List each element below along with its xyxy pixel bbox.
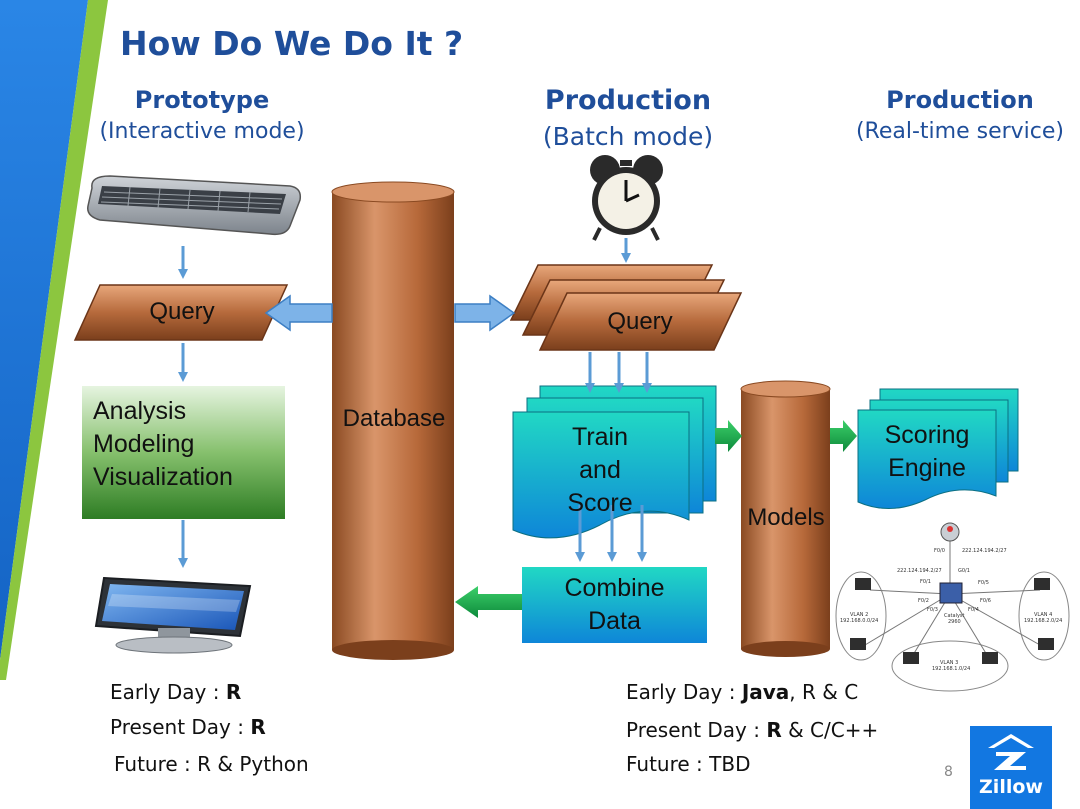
net-label-catalyst: Catalyst	[944, 613, 965, 619]
note-left-early-bold: R	[225, 680, 242, 704]
note-left-early-prefix: Early Day :	[110, 680, 226, 704]
arrow-train-to-models	[715, 420, 742, 452]
net-label-subnet4: 192.168.2.0/24	[1024, 618, 1062, 624]
net-label-f00: F0/0	[934, 548, 945, 554]
train-score-label: Train and Score	[540, 421, 660, 520]
models-label: Models	[747, 504, 825, 531]
left-stripes	[0, 0, 108, 680]
train-line-2: and	[579, 456, 621, 484]
note-left-future-prefix: Future : R & Python	[114, 752, 309, 776]
zillow-z-icon	[988, 734, 1034, 770]
note-left-present: Present Day : R	[110, 715, 266, 739]
query-left-shape	[73, 284, 289, 341]
page-number: 8	[944, 764, 953, 780]
scoring-engine-label: Scoring Engine	[862, 419, 992, 485]
slide-title: How Do We Do It ?	[120, 24, 464, 63]
arrow-to-left-query	[264, 294, 333, 332]
note-right-early-bold: Java	[741, 680, 790, 704]
net-label-f01: F0/1	[920, 579, 931, 585]
train-line-1: Train	[571, 423, 629, 451]
analysis-label: Analysis Modeling Visualization	[93, 395, 233, 494]
note-left-present-prefix: Present Day :	[110, 715, 251, 739]
green-stripe	[0, 0, 108, 680]
net-label-f04: F0/4	[968, 607, 979, 613]
realtime-heading: Production	[886, 86, 1034, 114]
prototype-subheading: (Interactive mode)	[99, 119, 305, 144]
net-label-vlan2: VLAN 2	[850, 612, 868, 618]
note-right-present: Present Day : R & C/C++	[626, 718, 878, 742]
note-left-future: Future : R & Python	[114, 752, 309, 776]
realtime-subheading: (Real-time service)	[855, 119, 1065, 144]
analysis-line-2: Modeling	[93, 430, 195, 458]
note-right-future-prefix: Future : TBD	[626, 752, 751, 776]
net-label-f03: F0/3	[927, 607, 938, 613]
keyboard-icon	[87, 175, 302, 236]
zillow-logo: Zillow	[970, 726, 1052, 809]
note-right-early: Early Day : Java, R & C	[626, 680, 858, 704]
net-label-f05: F0/5	[978, 580, 989, 586]
net-label-f02: F0/2	[918, 598, 929, 604]
net-label-subnet2: 192.168.0.0/24	[840, 618, 878, 624]
net-label-subnet3: 192.168.1.0/24	[932, 666, 970, 672]
query-right-stack	[509, 264, 743, 351]
note-right-early-suffix: , R & C	[789, 680, 859, 704]
note-right-early-prefix: Early Day :	[626, 680, 742, 704]
net-label-f06: F0/6	[980, 598, 991, 604]
note-right-present-bold: R	[766, 718, 782, 742]
prototype-heading: Prototype	[134, 86, 270, 114]
note-right-present-suffix: & C/C++	[781, 718, 879, 742]
scoring-line-2: Engine	[888, 454, 966, 482]
arrow-combine-to-database	[455, 586, 522, 618]
note-right-future: Future : TBD	[626, 752, 750, 776]
combine-line-2: Data	[588, 607, 641, 635]
arrow-to-right-query	[454, 294, 516, 332]
models-cylinder	[740, 380, 831, 657]
alarm-clock-icon	[590, 155, 663, 241]
analysis-box	[82, 386, 285, 519]
train-score-stack	[512, 385, 717, 539]
combine-line-1: Combine	[564, 574, 665, 602]
query-left-label: Query	[149, 298, 215, 325]
analysis-line-3: Visualization	[93, 463, 233, 491]
database-cylinder	[331, 181, 455, 660]
arrow-models-to-scoring	[830, 420, 857, 452]
net-label-vlan4: VLAN 4	[1034, 612, 1052, 618]
scoring-line-1: Scoring	[884, 421, 970, 449]
note-left-early: Early Day : R	[110, 680, 241, 704]
net-label-g01: G0/1	[958, 568, 970, 574]
zillow-logo-text: Zillow	[979, 776, 1043, 798]
monitor-icon	[94, 576, 252, 654]
batch-heading: Production	[544, 85, 712, 116]
train-line-3: Score	[567, 489, 633, 517]
net-label-ip-b: 222.124.194.2/27	[897, 568, 942, 574]
note-right-present-prefix: Present Day :	[626, 718, 767, 742]
database-arrows	[264, 294, 516, 332]
query-right-label: Query	[607, 308, 673, 335]
blue-arrows	[178, 238, 652, 568]
combine-data-box	[522, 567, 707, 643]
database-label: Database	[342, 405, 446, 432]
network-diagram: 222.124.194.2/27 222.124.194.2/27 G0/1 F…	[835, 522, 1070, 692]
net-label-ip-a: 222.124.194.2/27	[962, 548, 1007, 554]
batch-subheading: (Batch mode)	[542, 122, 714, 151]
note-left-present-bold: R	[250, 715, 266, 739]
net-label-model: 2960	[948, 619, 961, 625]
combine-data-label: Combine Data	[522, 572, 707, 638]
net-label-vlan3: VLAN 3	[940, 660, 958, 666]
green-arrows	[455, 420, 857, 618]
analysis-line-1: Analysis	[93, 397, 187, 425]
scoring-engine-stack	[857, 388, 1019, 510]
